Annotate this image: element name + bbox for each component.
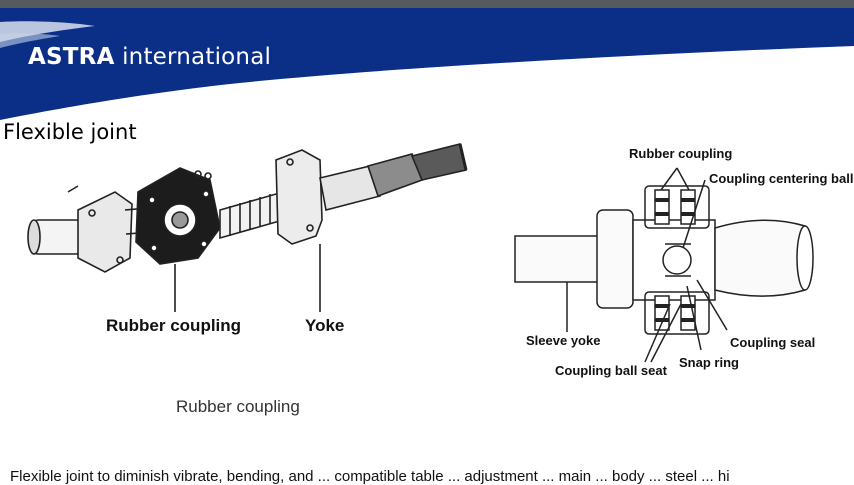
sectional-coupling-diagram: Rubber coupling Coupling centering ball …	[505, 140, 854, 390]
label-sleeve-yoke: Sleeve yoke	[526, 333, 601, 348]
label-coupling-seal: Coupling seal	[730, 335, 816, 350]
header-banner	[0, 8, 854, 120]
brand-logo: ASTRA international	[28, 44, 272, 70]
label-rubber-coupling: Rubber coupling	[106, 316, 242, 335]
exploded-flexible-joint-diagram: Rubber coupling Yoke	[20, 140, 480, 350]
label-rubber-coupling-right: Rubber coupling	[629, 146, 733, 161]
slide-title: Flexible joint	[3, 120, 137, 144]
label-yoke: Yoke	[305, 316, 345, 335]
top-bar	[0, 0, 854, 8]
label-snap-ring: Snap ring	[679, 355, 739, 370]
figure-caption: Rubber coupling	[176, 397, 300, 416]
label-coupling-centering-ball: Coupling centering ball	[709, 171, 854, 186]
label-coupling-ball-seat: Coupling ball seat	[555, 363, 667, 378]
body-text: Flexible joint to diminish vibrate, bend…	[10, 468, 730, 485]
